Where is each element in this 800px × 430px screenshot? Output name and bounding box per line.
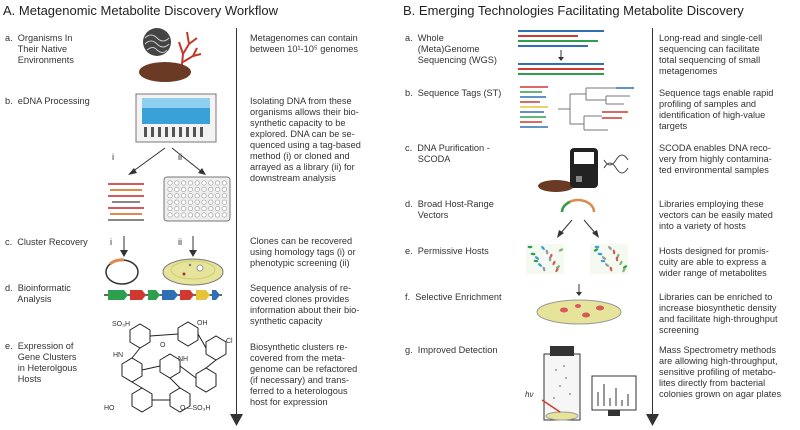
sequence-tags-icon [520,86,548,128]
cluster-roman-i: i [110,237,113,247]
selective-enrichment-icon [536,284,622,325]
broad-host-vector-icon [557,198,599,238]
chem-oso3h-label: O—SO₃H [180,405,211,412]
panel-b-step-a-label: a. Whole (Meta)Genome Sequencing (WGS) [405,33,497,65]
cluster-roman-ii: ii [178,237,183,247]
chem-so3h-label: SO₃H [112,321,131,328]
panel-a-step-b-label: b. eDNA Processing [5,96,90,106]
panel-a-step-d-desc: Sequence analysis of re- covered clones … [250,283,360,326]
panel-b-flow-line [652,28,653,420]
panel-b-step-c-desc: SCODA enables DNA reco- very from highly… [659,143,772,175]
panel-a-step-c-label: c. Cluster Recovery [5,237,88,247]
panel-a-step-d-label: d. Bioinformatic Analysis [5,283,71,304]
panel-a-flow-arrowhead [230,414,243,426]
panel-a-step-c-desc: Clones can be recovered using homology t… [250,236,356,268]
host-cluster-right [590,244,628,274]
panel-b-step-f-label: f. Selective Enrichment [405,292,502,302]
chem-oh-label: OH [197,320,208,327]
chem-nh-label: NH [178,356,189,363]
hv-label: hν [525,390,534,399]
gel-illustration [135,93,217,143]
panel-b-step-f-desc: Libraries can be enriched to increase bi… [659,292,778,335]
panel-b-step-d-label: d. Broad Host-Range Vectors [405,199,494,220]
cluster-recovery-arrows [120,236,197,257]
chem-cl-label: Cl [226,338,233,345]
agar-plate-icon [162,258,224,286]
wgs-reads-icon [518,30,604,75]
panel-b-title: B. Emerging Technologies Facilitating Me… [403,3,744,18]
permissive-hosts-icon [526,244,628,274]
panel-b-step-c-label: c. DNA Purification - SCODA [405,143,490,164]
panel-b-step-d-desc: Libraries employing these vectors can be… [659,199,773,231]
panel-a-flow-line [236,28,237,420]
panel-b-step-b-label: b. Sequence Tags (ST) [405,88,502,98]
brain-coral-icon [143,28,171,56]
edna-roman-i: i [112,152,115,162]
panel-b-step-e-desc: Hosts designed for promis- cuity are abl… [659,246,769,278]
gene-cluster-bar [104,290,222,300]
edna-roman-ii: ii [178,152,183,162]
well-plate-icon [163,176,231,222]
chemical-structure [121,321,227,413]
panel-b-step-g-desc: Mass Spectrometry methods are allowing h… [659,345,782,399]
tag-sequences-icon [108,183,144,221]
panel-b-flow-arrowhead [646,414,659,426]
soil-mound [139,62,191,82]
panel-a-step-a-label: a. Organisms In Their Native Environment… [5,33,74,65]
panel-b-step-g-label: g. Improved Detection [405,345,498,355]
chem-ho-label: HO [104,405,115,412]
panel-a-step-e-desc: Biosynthetic clusters re- covered from t… [250,342,358,407]
plasmid-icon [105,258,139,285]
chem-o-label: O [160,342,166,349]
scoda-instrument-icon [538,148,629,192]
panel-b-step-e-label: e. Permissive Hosts [405,246,489,256]
panel-a-step-e-label: e. Expression of Gene Clusters in Hetero… [5,341,78,384]
organisms-illustration [139,28,202,82]
host-cluster-left [526,244,564,274]
panel-a-step-b-desc: Isolating DNA from these organisms allow… [250,96,361,183]
red-coral-icon [178,31,202,75]
panel-b-step-a-desc: Long-read and single-cell sequencing can… [659,33,763,76]
panel-a-title: A. Metagenomic Metabolite Discovery Work… [3,3,279,18]
panel-a-step-a-desc: Metagenomes can contain between 10¹-10⁵ … [250,33,359,54]
phylogenetic-tree-icon [558,87,634,131]
edna-branch-arrows [128,147,206,175]
panel-b-step-b-desc: Sequence tags enable rapid profiling of … [659,88,774,131]
mass-spec-instrument-icon [541,346,637,421]
chem-hn-label: HN [113,352,124,359]
